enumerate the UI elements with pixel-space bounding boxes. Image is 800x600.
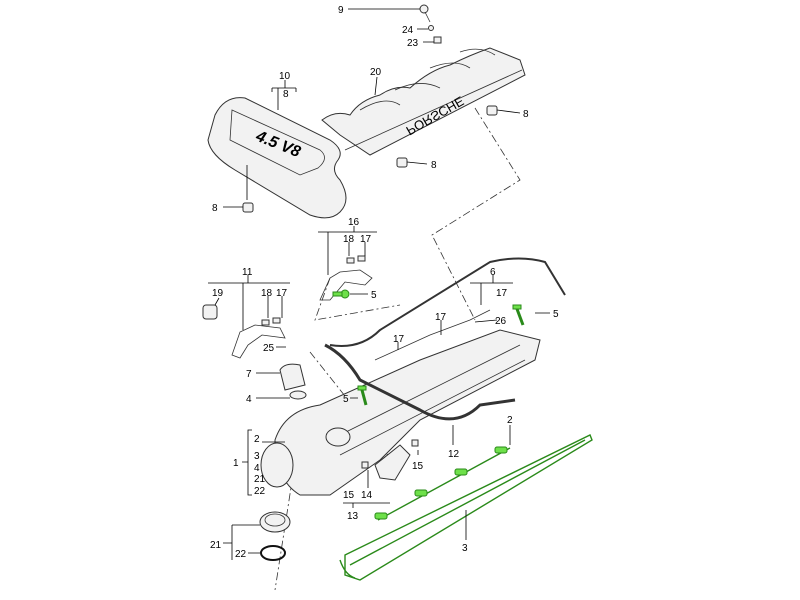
callout[interactable]: 8 (212, 203, 218, 214)
screw[interactable] (419, 4, 442, 44)
leader-lines (208, 8, 550, 560)
callout[interactable]: 15 (343, 490, 355, 501)
assembly-line (431, 107, 521, 321)
grommet[interactable] (242, 202, 254, 213)
callout[interactable]: 8 (523, 109, 529, 120)
callout[interactable]: 12 (448, 449, 460, 460)
callout[interactable]: 17 (360, 234, 372, 245)
vent-pipe[interactable] (329, 257, 566, 347)
callout[interactable]: 13 (347, 511, 359, 522)
vent-hose[interactable] (324, 343, 516, 421)
callout[interactable]: 10 (279, 71, 291, 82)
wiring-harness[interactable] (374, 309, 491, 361)
callout[interactable]: 5 (553, 309, 559, 320)
callout[interactable]: 3 (462, 543, 468, 554)
bracket-13[interactable] (361, 439, 419, 481)
seal-ring[interactable] (260, 545, 286, 561)
callout[interactable]: 7 (246, 369, 252, 380)
callouts: 9 24 23 10 8 20 8 8 8 16 18 17 11 19 18 … (210, 5, 559, 560)
callout[interactable]: 17 (496, 288, 508, 299)
bolt-highlight[interactable] (332, 289, 350, 299)
callout[interactable]: 20 (370, 67, 382, 78)
callout[interactable]: 25 (263, 343, 275, 354)
callout[interactable]: 9 (338, 5, 344, 16)
engine-cover-left[interactable]: 4.5 V8 (207, 97, 347, 219)
callout[interactable]: 6 (490, 267, 496, 278)
callout[interactable]: 3 (254, 451, 260, 462)
bolt-highlight[interactable] (512, 304, 525, 326)
callout[interactable]: 8 (431, 160, 437, 171)
callout[interactable]: 22 (254, 486, 266, 497)
callout[interactable]: 14 (361, 490, 373, 501)
callout[interactable]: 18 (343, 234, 355, 245)
assembly-line (274, 429, 301, 591)
grommet[interactable] (396, 157, 408, 168)
callout[interactable]: 8 (283, 89, 289, 100)
callout[interactable]: 19 (212, 288, 224, 299)
assembly-line (314, 277, 401, 321)
valve-cover[interactable] (260, 329, 541, 496)
bolt-highlight[interactable] (357, 385, 368, 406)
bracket-11[interactable] (202, 304, 286, 359)
callout[interactable]: 24 (402, 25, 414, 36)
callout[interactable]: 1 (233, 458, 239, 469)
callout[interactable]: 18 (261, 288, 273, 299)
gasket-3[interactable] (339, 434, 593, 581)
oil-filler-cap[interactable] (259, 511, 291, 533)
callout[interactable]: 4 (246, 394, 252, 405)
callout[interactable]: 16 (348, 217, 360, 228)
callout[interactable]: 23 (407, 38, 419, 49)
callout[interactable]: 2 (254, 434, 260, 445)
callout[interactable]: 17 (393, 334, 405, 345)
callout[interactable]: 5 (371, 290, 377, 301)
callout[interactable]: 21 (254, 474, 266, 485)
callout[interactable]: 22 (235, 549, 247, 560)
callout[interactable]: 15 (412, 461, 424, 472)
callout[interactable]: 21 (210, 540, 222, 551)
callout[interactable]: 17 (276, 288, 288, 299)
callout[interactable]: 17 (435, 312, 447, 323)
callout[interactable]: 26 (495, 316, 507, 327)
callout[interactable]: 5 (343, 394, 349, 405)
callout[interactable]: 11 (242, 267, 253, 278)
callout[interactable]: 2 (507, 415, 513, 426)
callout[interactable]: 4 (254, 463, 260, 474)
gasket-2[interactable] (374, 446, 511, 521)
grommet[interactable] (486, 105, 498, 116)
